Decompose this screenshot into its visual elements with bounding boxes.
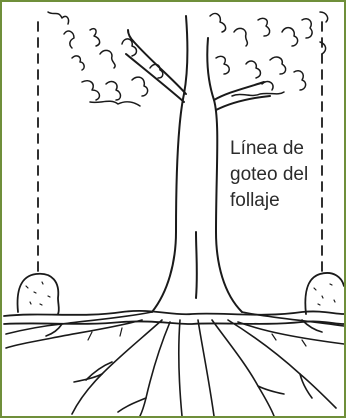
dripline-label-line-1: Línea de	[230, 138, 304, 159]
mulch-mound-right	[304, 272, 344, 315]
soil-line	[3, 309, 344, 325]
dripline-label-line-2: goteo del	[230, 164, 309, 185]
root-system	[5, 311, 344, 416]
tree-trunk	[125, 15, 271, 313]
mulch-mound-left	[16, 272, 60, 315]
dripline-label-line-3: follaje	[230, 190, 280, 211]
dripline-label: Línea de goteo del follaje	[230, 136, 330, 214]
canopy-leaves	[47, 11, 329, 107]
tree-illustration	[3, 11, 344, 416]
